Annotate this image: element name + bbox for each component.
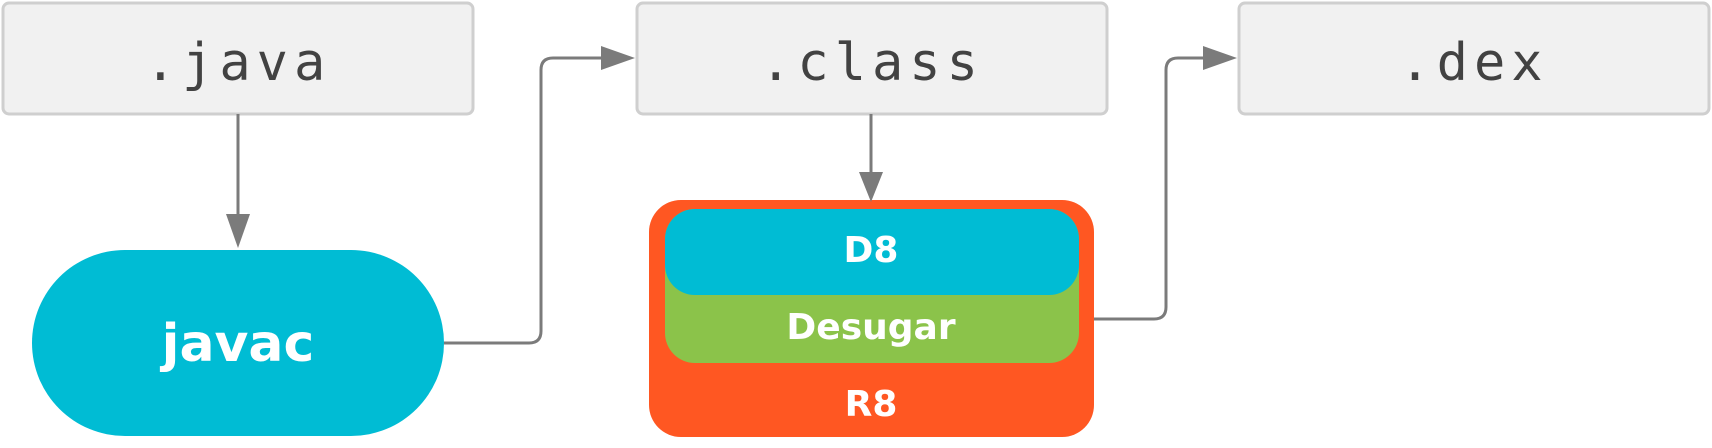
r8-label: R8 xyxy=(845,384,898,425)
javac-pill xyxy=(32,250,444,436)
class-file-label: .class xyxy=(760,33,984,93)
d8-block xyxy=(665,209,1079,295)
class-file-node: .class xyxy=(635,1,1109,116)
class-to-r8-arrow xyxy=(859,114,883,202)
r8-node: D8 Desugar R8 xyxy=(649,200,1094,437)
java-file-node: .java xyxy=(1,1,475,116)
dex-file-label: .dex xyxy=(1399,33,1548,93)
d8-label: D8 xyxy=(844,230,899,271)
dex-file-node: .dex xyxy=(1237,1,1711,116)
javac-node: javac xyxy=(32,250,444,436)
javac-label: javac xyxy=(160,314,315,374)
javac-to-class-arrow xyxy=(444,46,635,345)
r8-to-dex-arrow xyxy=(1094,46,1237,321)
java-file-label: .java xyxy=(145,33,332,93)
desugar-label: Desugar xyxy=(786,307,955,348)
java-to-javac-arrow xyxy=(226,114,250,248)
